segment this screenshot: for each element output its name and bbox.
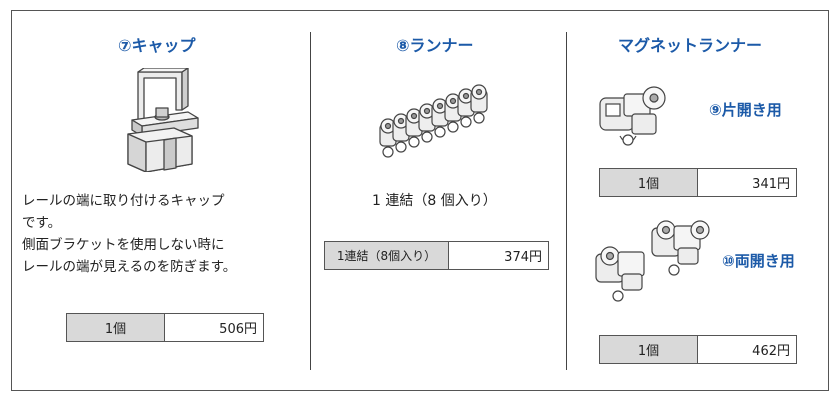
runner-price-label: 1連結（8個入り） [325,242,449,269]
magnet-single-price-label: 1個 [600,169,698,196]
cap-illustration [127,68,199,172]
magnet-double-price-label: 1個 [600,336,698,363]
cap-desc-line-4: レールの端が見えるのを防ぎます。 [22,259,237,275]
magnet-title: マグネットランナー [618,36,763,55]
cap-desc-line-1: レールの端に取り付けるキャップ [22,193,225,209]
column-divider-2 [566,32,567,370]
runner-price-value: 374円 [449,242,548,269]
column-divider-1 [310,32,311,370]
magnet-single-illustration [599,86,666,146]
runner-title: ⑧ランナー [396,36,474,55]
magnet-single-label: ⑨片開き用 [709,101,782,119]
magnet-single-price-table: 1個 341円 [599,168,797,197]
cap-desc-line-2: です。 [22,215,62,231]
magnet-double-price-value: 462円 [698,336,796,363]
runner-illustration [379,84,488,158]
magnet-single-price-value: 341円 [698,169,796,196]
magnet-double-label: ⑩両開き用 [722,252,795,270]
cap-desc-line-3: 側面ブラケットを使用しない時に [22,237,225,253]
cap-description: レールの端に取り付けるキャップ です。 側面ブラケットを使用しない時に レールの… [22,190,236,278]
cap-title: ⑦キャップ [118,36,196,55]
cap-price-label: 1個 [67,314,165,341]
cap-price-table: 1個 506円 [66,313,264,342]
magnet-double-illustration [595,220,710,302]
magnet-double-price-table: 1個 462円 [599,335,797,364]
runner-caption: 1 連結（8 個入り） [372,193,497,209]
cap-price-value: 506円 [165,314,263,341]
runner-price-table: 1連結（8個入り） 374円 [324,241,549,270]
product-frame [11,10,829,391]
